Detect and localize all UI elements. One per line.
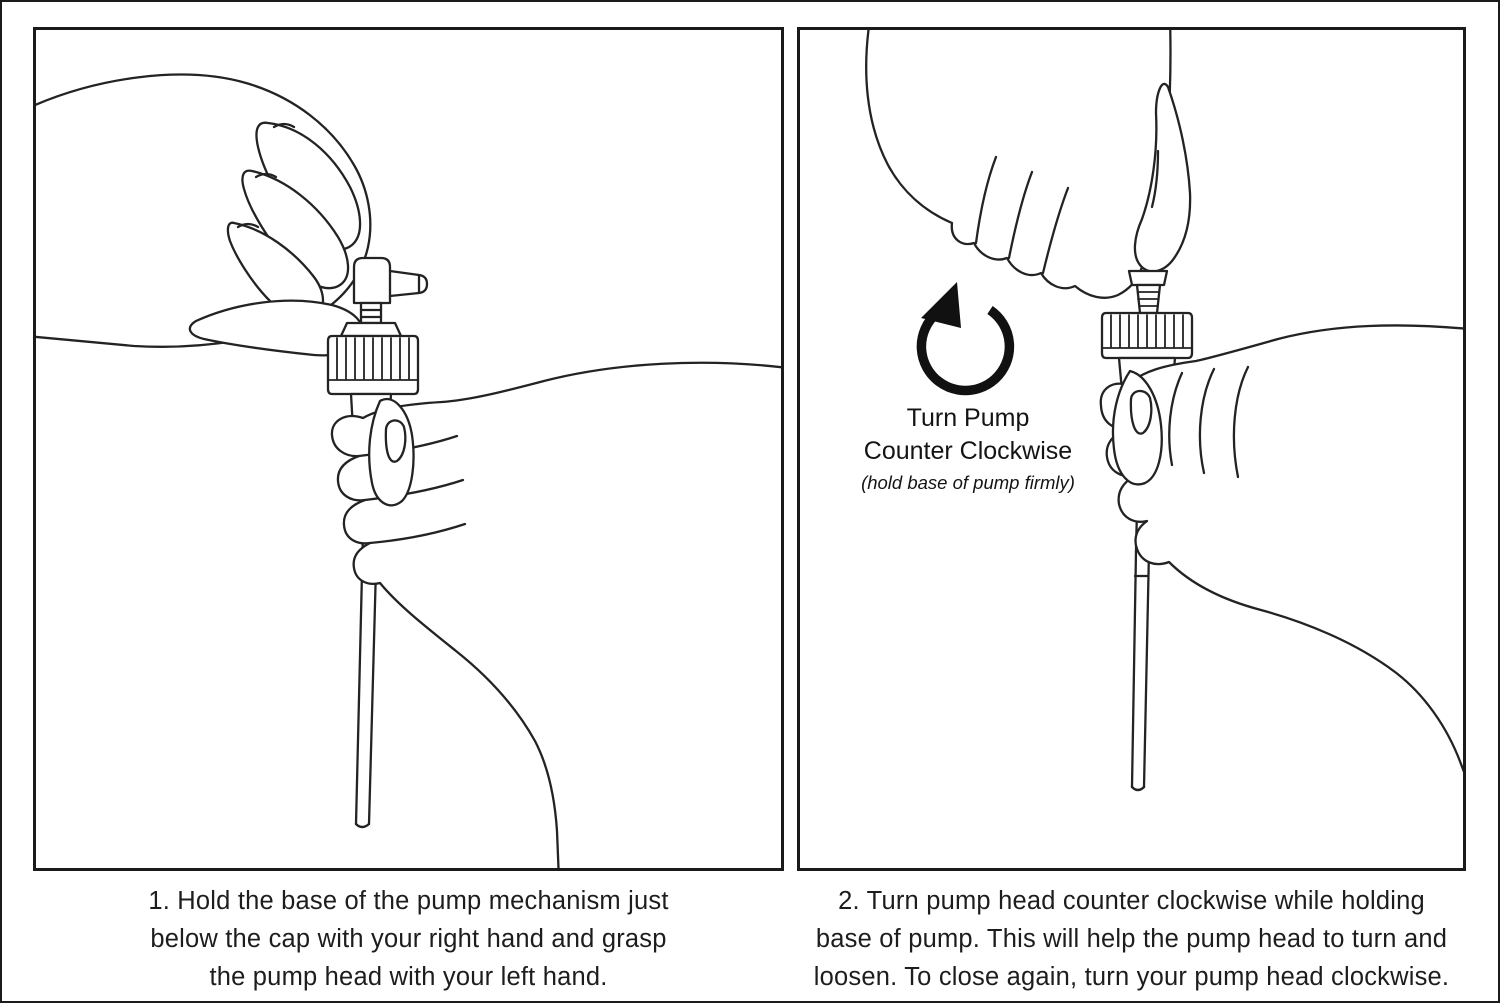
step2-panel: Turn Pump Counter Clockwise (hold base o… [797,27,1466,871]
annotation-line-3: (hold base of pump firmly) [861,472,1075,493]
hand-holding-pump-base [1099,324,1463,773]
thumb [368,398,415,507]
pump-flange [339,321,403,338]
annotation-line-2: Counter Clockwise [863,437,1073,465]
left-hand-on-pump-head [36,73,372,357]
counter-clockwise-arrow-icon [916,282,1015,396]
step1-caption-line-2: below the cap with your right hand and g… [150,925,667,953]
thumb [1133,82,1192,273]
step2-caption-line-2: base of pump. This will help the pump he… [815,925,1448,953]
pump-stem [359,301,383,325]
step1-caption-line-3: the pump head with your left hand. [209,963,608,991]
step2-caption-line-1: 2. Turn pump head counter clockwise whil… [838,887,1425,915]
step2-caption: 2. Turn pump head counter clockwise whil… [797,882,1466,996]
thumbnail [384,419,407,463]
step1-panel [33,27,784,871]
step1-illustration [36,73,781,868]
step1-caption-line-1: 1. Hold the base of the pump mechanism j… [148,887,669,915]
annotation-line-1: Turn Pump [906,404,1030,432]
step2-caption-line-3: loosen. To close again, turn your pump h… [813,963,1450,991]
step2-illustration [865,30,1463,792]
right-hand-on-pump-base [330,361,781,868]
pump-head-collar [1127,269,1169,287]
step1-caption: 1. Hold the base of the pump mechanism j… [33,882,784,996]
rotation-annotation: Turn Pump Counter Clockwise (hold base o… [822,402,1114,496]
thumbnail [1129,389,1153,435]
hand-turning-pump-head [865,30,1192,299]
